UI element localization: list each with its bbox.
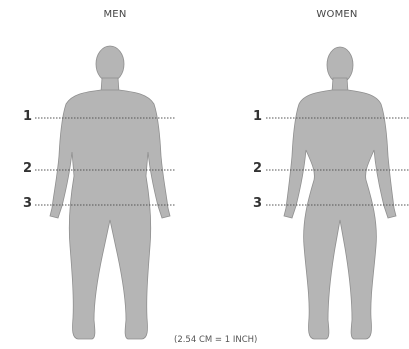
men-label-3: 3 xyxy=(23,196,32,211)
women-label-3: 3 xyxy=(253,196,262,211)
unit-conversion-note: (2.54 CM = 1 INCH) xyxy=(174,335,257,345)
men-label-1: 1 xyxy=(23,109,32,124)
women-silhouette xyxy=(284,47,396,339)
men-silhouette xyxy=(50,46,170,339)
women-label-1: 1 xyxy=(253,109,262,124)
men-label-2: 2 xyxy=(23,161,32,176)
women-label-2: 2 xyxy=(253,161,262,176)
